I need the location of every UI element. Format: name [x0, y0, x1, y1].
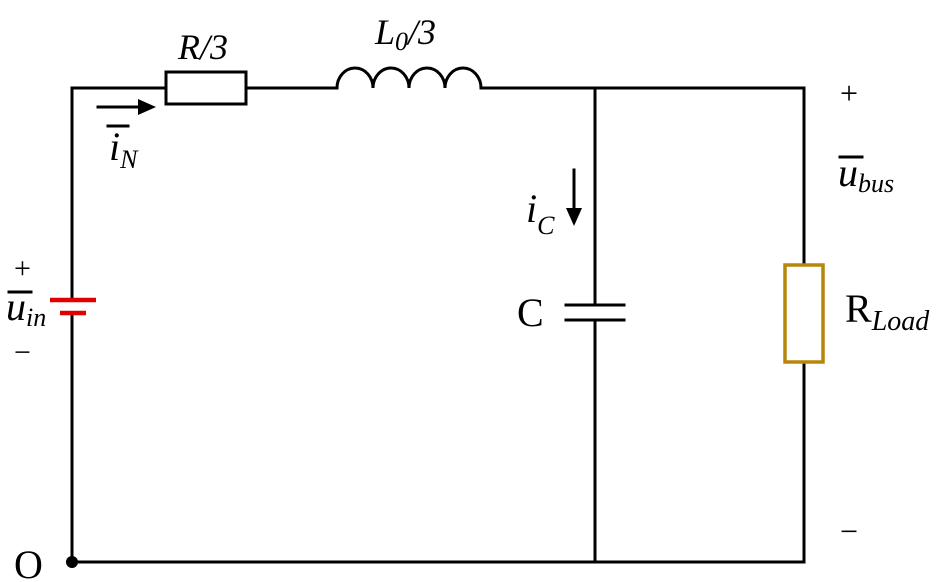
input-plus-sign: + — [14, 252, 31, 285]
load-resistor-label: RLoad — [845, 286, 930, 337]
series-inductor — [335, 66, 483, 90]
capacitor-current-arrow — [566, 168, 582, 226]
series-resistor — [164, 70, 248, 106]
capacitor — [564, 303, 626, 322]
bus-voltage-label: ubus — [838, 150, 894, 198]
load-resistor — [783, 263, 825, 364]
inductor-label: L0/3 — [374, 12, 436, 56]
bus-plus-sign: + — [840, 75, 858, 111]
bus-minus-sign: − — [840, 513, 858, 549]
input-current-arrow — [96, 99, 156, 115]
input-voltage-label: uin — [6, 284, 46, 332]
ground-label: O — [14, 542, 43, 582]
input-current-label: iN — [109, 124, 139, 174]
wires — [70, 86, 806, 564]
capacitor-label: C — [517, 290, 544, 335]
capacitor-current-label: iC — [526, 186, 555, 240]
input-minus-sign: − — [14, 336, 31, 369]
ground-node — [66, 556, 78, 568]
input-voltage-source — [50, 297, 96, 316]
series-resistor-label: R/3 — [177, 27, 228, 67]
